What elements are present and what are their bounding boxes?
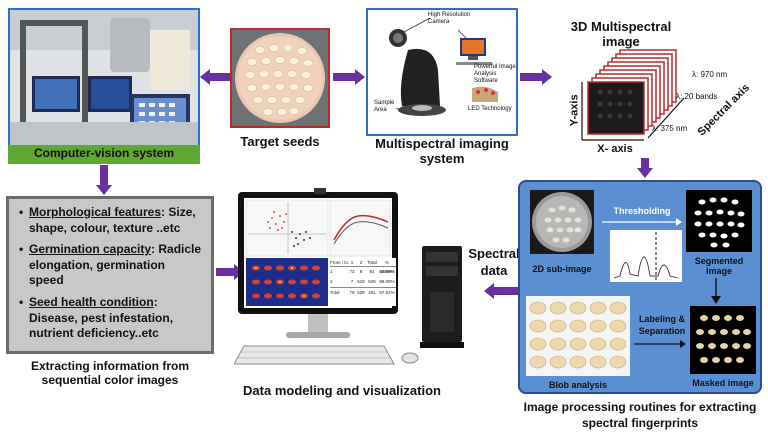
table-cell: From \ to <box>330 260 349 265</box>
target-seeds-label: Target seeds <box>240 134 320 149</box>
table-cell: 519 <box>357 279 365 284</box>
callout-led: LED Technology <box>468 106 512 112</box>
table-cell: 89.89% <box>379 269 395 274</box>
table-cell: 1 <box>350 260 354 265</box>
spectral-cube <box>581 49 685 141</box>
thresholding-label: Thresholding <box>613 206 671 216</box>
sub-image-label: 2D sub-image <box>532 264 592 274</box>
cube-y-axis-label: Y-axis <box>568 94 581 127</box>
extract-item-head: Seed health condition <box>29 294 154 309</box>
masked-image <box>690 306 756 374</box>
table-cell: 79 <box>349 290 355 295</box>
callout-software: Powerful Image Analysis Software <box>474 64 516 84</box>
sub-image-dish <box>530 190 594 254</box>
table-cell: Total <box>330 290 340 295</box>
segmented-image <box>686 190 752 252</box>
image-processing-panel: 2D sub-image Thresholding Segmented imag… <box>518 180 762 394</box>
table-row: Total 79 528 401 87.51% <box>330 287 396 297</box>
processing-caption: Image processing routines for extracting… <box>523 400 757 430</box>
table-cell: % correct <box>380 260 394 274</box>
lab-setup-illustration <box>10 10 198 146</box>
cube-lambda-bottom: λ: 375 nm <box>652 124 688 133</box>
histogram-plot <box>610 230 682 282</box>
extract-item-head: Morphological features <box>29 205 162 219</box>
masked-label: Masked image <box>692 378 754 388</box>
arrow-processing-to-modeling <box>484 283 518 299</box>
table-cell: 73 <box>349 269 355 274</box>
arrow-cube-to-processing <box>637 158 653 178</box>
target-seeds-photo <box>230 28 330 128</box>
modeling-caption: Data modeling and visualization <box>243 383 441 398</box>
cube-lambda-mid: λ: 20 bands <box>676 92 718 101</box>
extract-item-head: Germination capacity <box>29 242 152 257</box>
computer-vision-photo <box>8 8 200 148</box>
confusion-table: From \ to 1 2 Total % correct 1 73 9 81 … <box>330 258 396 306</box>
videometer-illustration <box>368 10 516 134</box>
blob-analysis-label: Blob analysis <box>548 380 608 390</box>
labeling-arrow-icon <box>634 340 686 348</box>
workstation-illustration <box>234 188 464 365</box>
cube-x-axis-label: X- axis <box>597 143 633 155</box>
extract-item-health: • Seed health condition: Disease, pest i… <box>19 294 174 341</box>
table-cell: 87.51% <box>379 290 395 295</box>
extract-caption: Extracting information from sequential c… <box>30 359 189 387</box>
extract-item-germination: • Germination capacity: Radicle elongati… <box>19 242 202 288</box>
spectral-data-label: Spectral data <box>468 246 520 278</box>
table-cell: 401 <box>368 290 376 295</box>
arrow-ms-to-cube <box>520 69 552 85</box>
extract-item-rest: : Radicle elongation, germination speed <box>29 242 202 288</box>
arrow-extract-to-monitor <box>216 264 244 280</box>
multispectral-system-photo: High Resolution Camera Powerful Image An… <box>366 8 518 136</box>
table-cell: 528 <box>357 290 365 295</box>
petri-dish-seeds <box>232 30 328 126</box>
arrow-seeds-to-cv <box>200 69 230 85</box>
table-cell: 98.08% <box>379 279 395 284</box>
table-cell: 7 <box>350 279 354 284</box>
thresholding-arrow-icon <box>602 218 682 226</box>
computer-vision-label: Computer-vision system <box>8 145 200 164</box>
table-row: From \ to 1 2 Total % correct <box>330 258 396 274</box>
table-cell: 9 <box>359 269 363 274</box>
table-cell: 2 <box>359 260 363 265</box>
arrow-seeds-to-ms <box>333 69 365 85</box>
table-cell: 2 <box>330 279 333 284</box>
table-row: 2 7 519 526 98.08% <box>330 277 396 287</box>
table-cell: 526 <box>368 279 376 284</box>
blob-analysis-image <box>526 296 630 376</box>
table-row: 1 73 9 81 89.89% <box>330 267 396 277</box>
extract-info-box: • Morphological features: Size, shape, c… <box>6 196 214 354</box>
callout-camera: High Resolution Camera <box>428 12 471 25</box>
extract-item-rest: : Disease, pest infestation, nutrient de… <box>29 294 174 341</box>
segmented-label: Segmented image <box>694 256 744 277</box>
multispectral-system-label: Multispectral imaging system <box>375 136 509 166</box>
extract-item-rest: : Size, shape, colour, texture ..etc <box>29 205 196 235</box>
callout-sample-area: Sample Area <box>374 100 395 113</box>
cube-title: 3D Multispectral image <box>570 19 672 49</box>
cube-lambda-top: λ: 970 nm <box>692 70 728 79</box>
table-cell: Total <box>367 260 377 265</box>
table-cell: 1 <box>330 269 333 274</box>
segmented-to-masked-arrow-icon <box>711 278 721 304</box>
table-cell: 81 <box>369 269 375 274</box>
labeling-label: Labeling & Separation <box>638 314 686 336</box>
extract-item-morphological: • Morphological features: Size, shape, c… <box>19 205 196 235</box>
arrow-cv-to-extract <box>96 165 112 195</box>
